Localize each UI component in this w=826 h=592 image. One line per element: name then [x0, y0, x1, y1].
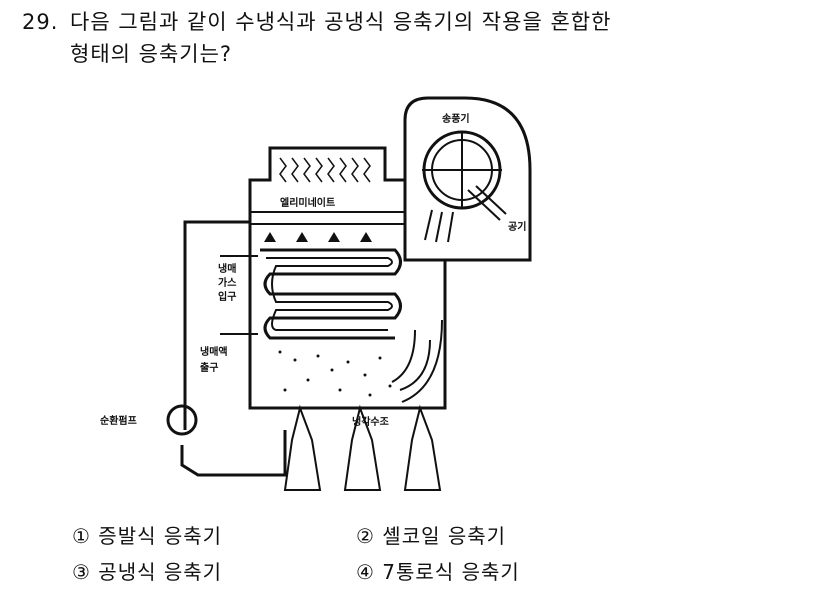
- label-eliminator: 엘리미네이트: [280, 196, 335, 209]
- option-2-text: 셸코일 응축기: [382, 524, 507, 548]
- option-1-text: 증발식 응축기: [98, 524, 223, 548]
- option-4[interactable]: ④ 7통로식 응축기: [356, 554, 640, 590]
- question-line-1: 29. 다음 그림과 같이 수냉식과 공냉식 응축기의 작용을 혼합한: [22, 6, 611, 38]
- support-leg: [283, 404, 322, 491]
- condenser-body: [248, 146, 447, 410]
- refrigerant-coil: [260, 248, 402, 340]
- option-4-text: 7통로식 응축기: [382, 560, 520, 584]
- label-pump: 순환펌프: [100, 414, 137, 427]
- label-gas-inlet-3: 입구: [218, 290, 236, 303]
- option-1-mark: ①: [72, 524, 91, 548]
- label-liquid-outlet-2: 출구: [200, 361, 218, 374]
- fan-housing: [403, 96, 532, 262]
- label-fan: 송풍기: [442, 112, 470, 125]
- question: 29. 다음 그림과 같이 수냉식과 공냉식 응축기의 작용을 혼합한 형태의 응…: [22, 6, 611, 70]
- option-4-mark: ④: [356, 560, 375, 584]
- condenser-diagram: 송풍기 엘리미네이트 공기 냉매 가스 입구 냉매액 출구 순환펌프 냉각수조: [70, 90, 550, 505]
- circulation-pipe: [183, 220, 250, 430]
- option-3-text: 공냉식 응축기: [98, 560, 223, 584]
- pump: [166, 404, 198, 436]
- label-liquid-outlet-1: 냉매액: [200, 345, 228, 358]
- label-air: 공기: [508, 220, 526, 233]
- option-2[interactable]: ② 셸코일 응축기: [356, 518, 640, 554]
- eliminator-plate: [249, 211, 406, 225]
- label-gas-inlet-1: 냉매: [218, 262, 236, 275]
- option-1[interactable]: ① 증발식 응축기: [72, 518, 356, 554]
- label-tank: 냉각수조: [352, 415, 389, 428]
- option-3[interactable]: ③ 공냉식 응축기: [72, 554, 356, 590]
- option-3-mark: ③: [72, 560, 91, 584]
- question-text-1: 다음 그림과 같이 수냉식과 공냉식 응축기의 작용을 혼합한: [70, 10, 612, 34]
- option-2-mark: ②: [356, 524, 375, 548]
- label-gas-inlet-2: 가스: [218, 276, 236, 289]
- condenser-diagram-svg: 송풍기 엘리미네이트 공기 냉매 가스 입구 냉매액 출구 순환펌프 냉각수조: [100, 96, 532, 491]
- question-text-2: 형태의 응축기는?: [70, 42, 233, 66]
- eliminator-zigzag: [279, 157, 371, 183]
- question-number: 29.: [22, 10, 59, 34]
